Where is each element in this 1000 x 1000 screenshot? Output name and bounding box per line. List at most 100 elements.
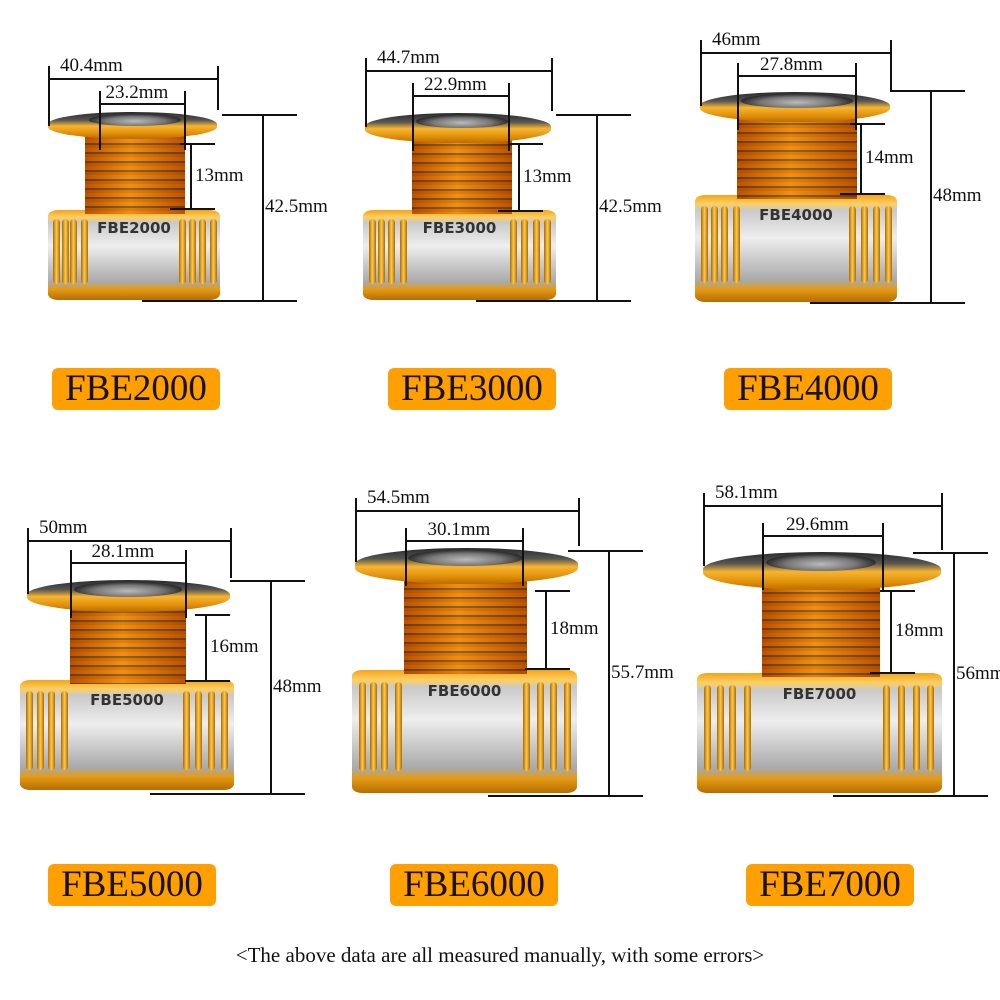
total-height-label: 48mm	[933, 185, 982, 206]
outer-diameter-tick	[27, 528, 29, 594]
model-badge: FBE2000	[52, 368, 220, 410]
model-badge: FBE6000	[390, 864, 558, 906]
line-capacity-tick	[880, 590, 915, 592]
line-capacity-height-label: 14mm	[865, 147, 914, 168]
spool-model-print: FBE5000	[90, 691, 164, 709]
total-height-label: 55.7mm	[611, 661, 674, 683]
spool-slot	[221, 691, 229, 771]
spool-slot	[370, 682, 377, 771]
inner-diameter-label: 29.6mm	[786, 514, 849, 535]
spool-slot	[358, 682, 366, 771]
total-height-tick	[142, 300, 297, 302]
outer-diameter-tick	[355, 498, 357, 562]
line-capacity-tick	[170, 208, 215, 210]
total-height-line	[270, 580, 272, 793]
total-height-tick	[833, 795, 988, 797]
spool-cup	[74, 582, 182, 597]
outer-diameter-tick	[365, 58, 367, 127]
outer-diameter-tick	[48, 66, 50, 126]
spool-barrel	[70, 598, 186, 684]
total-height-line	[596, 114, 598, 300]
outer-diameter-line	[48, 78, 217, 80]
spool-slot	[860, 205, 868, 283]
spool-slot	[743, 685, 751, 772]
inner-diameter-label: 27.8mm	[760, 54, 823, 75]
footer-note: <The above data are all measured manuall…	[235, 943, 765, 967]
line-capacity-tick	[840, 193, 885, 195]
outer-diameter-line	[27, 540, 230, 542]
outer-diameter-label: 46mm	[712, 29, 761, 50]
spool-slot	[550, 682, 557, 771]
spool-slot	[883, 685, 891, 772]
model-badge: FBE7000	[746, 864, 914, 906]
inner-diameter-label: 22.9mm	[424, 74, 487, 95]
line-capacity-tick	[185, 680, 230, 682]
inner-diameter-tick	[405, 528, 407, 586]
spool-slot	[563, 682, 571, 771]
spool-model-print: FBE3000	[422, 219, 497, 237]
spool-slot	[53, 219, 61, 284]
spool-slot	[711, 205, 719, 283]
inner-diameter-line	[737, 75, 855, 77]
outer-diameter-label: 40.4mm	[60, 55, 123, 76]
total-height-tick	[913, 552, 988, 554]
outer-diameter-line	[355, 510, 578, 512]
model-badge: FBE3000	[388, 368, 556, 410]
line-capacity-height-label: 18mm	[550, 618, 599, 639]
spool-slot	[70, 219, 78, 284]
spool-slot	[208, 691, 216, 771]
spool-slot	[388, 219, 396, 284]
model-badge: FBE4000	[724, 368, 892, 410]
spool-slot	[60, 691, 68, 771]
line-capacity-tick	[850, 123, 885, 125]
outer-diameter-tick	[700, 40, 702, 106]
spool-barrel	[85, 130, 185, 214]
spool-slot	[378, 219, 386, 284]
spool-slot	[509, 219, 517, 284]
outer-diameter-label: 54.5mm	[367, 487, 430, 508]
outer-diameter-tick	[578, 498, 580, 546]
spool-slot	[399, 219, 407, 284]
line-capacity-height-label: 16mm	[210, 636, 259, 657]
spool-slot	[178, 219, 186, 284]
total-height-tick	[810, 302, 965, 304]
inner-diameter-line	[70, 562, 185, 564]
spool-barrel	[737, 110, 857, 199]
total-height-line	[930, 90, 932, 302]
inner-diameter-tick	[70, 550, 72, 618]
spool-body: FBE7000	[697, 673, 942, 793]
spool-model-print: FBE7000	[782, 685, 857, 703]
spool-barrel	[404, 566, 527, 674]
spool-body: FBE2000	[48, 210, 220, 300]
spool-slot	[182, 691, 190, 771]
line-capacity-tick	[195, 614, 230, 616]
inner-diameter-tick	[508, 83, 510, 151]
line-capacity-height-line	[518, 143, 520, 210]
spool-slot	[47, 691, 55, 771]
line-capacity-height-line	[890, 590, 892, 672]
outer-diameter-label: 50mm	[39, 517, 88, 538]
spool-slot	[394, 682, 402, 771]
outer-diameter-tick	[217, 66, 219, 110]
total-height-line	[953, 552, 955, 795]
outer-diameter-tick	[941, 493, 943, 550]
total-height-line	[262, 114, 264, 300]
spool-slot	[37, 691, 45, 771]
outer-diameter-line	[700, 52, 890, 54]
inner-diameter-tick	[882, 523, 884, 590]
spool-body: FBE3000	[363, 210, 556, 300]
line-capacity-height-label: 18mm	[895, 620, 944, 641]
line-capacity-tick	[498, 210, 543, 212]
total-height-tick	[222, 114, 297, 116]
spool-cup	[89, 114, 181, 127]
spool-cup	[766, 554, 876, 572]
spool-slot	[209, 219, 217, 284]
line-capacity-height-label: 13mm	[523, 165, 572, 187]
spool-barrel	[412, 131, 512, 214]
outer-diameter-label: 44.7mm	[377, 47, 440, 68]
spool-slot	[848, 205, 856, 283]
total-height-tick	[230, 580, 305, 582]
outer-diameter-tick	[230, 528, 232, 578]
inner-diameter-tick	[184, 91, 186, 150]
